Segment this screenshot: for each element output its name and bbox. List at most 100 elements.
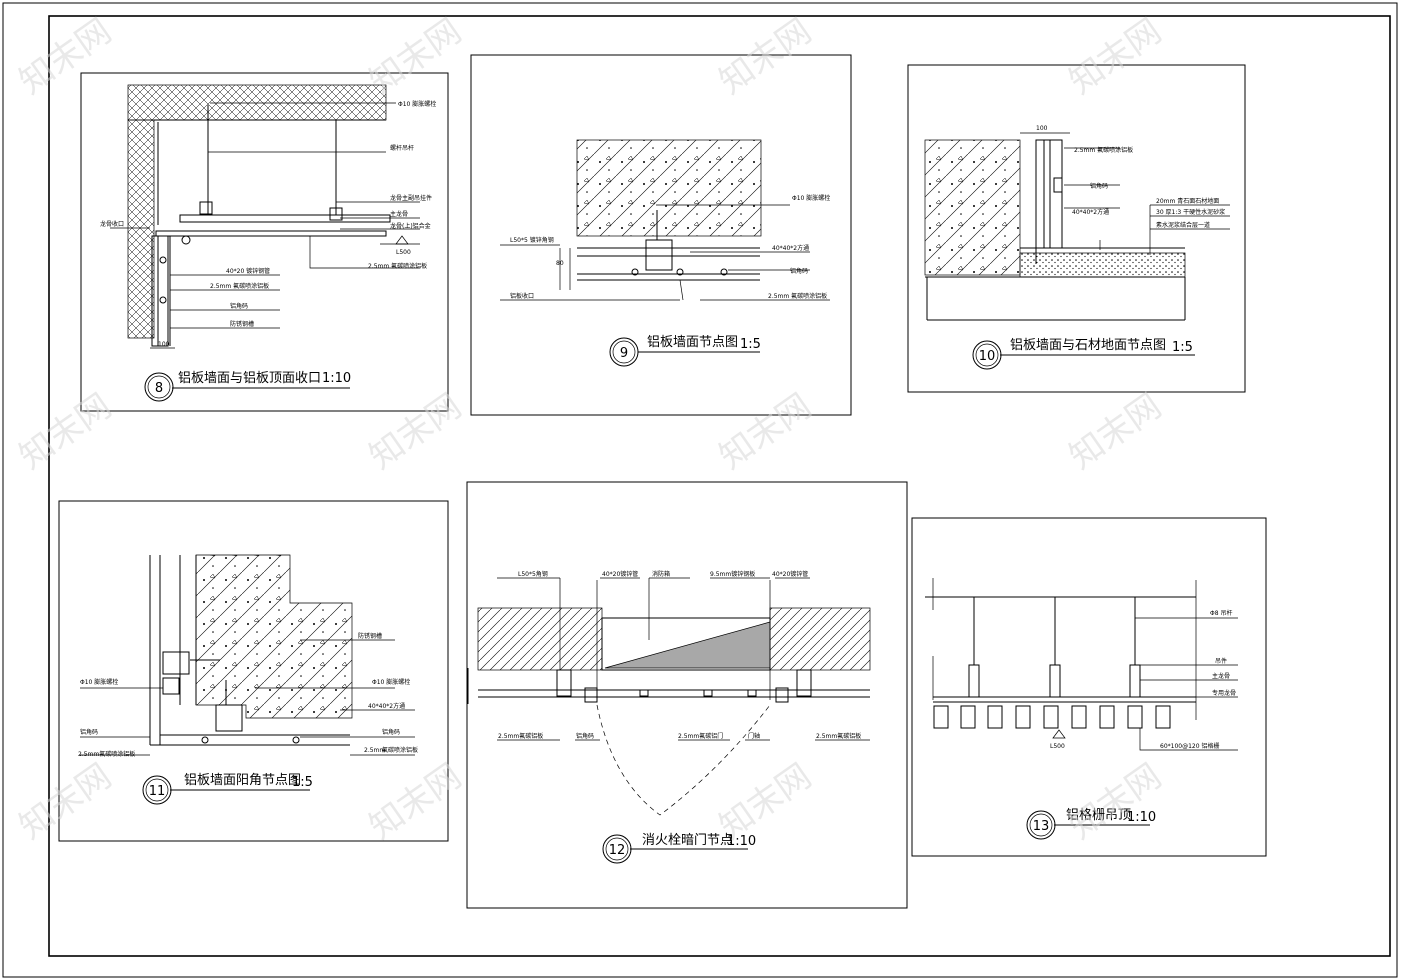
label-8-8: 龙骨收口: [100, 220, 124, 228]
label-11-8: 2.5mm: [364, 747, 385, 754]
concrete-corner: [195, 554, 353, 719]
watermarks: 知末网 知末网 知末网 知末网 知末网 知末网 知末网 知末网 知末网 知末网 …: [12, 11, 1168, 847]
label-12-9: 门轴: [748, 732, 760, 740]
label-13-4: 专用龙骨: [1212, 689, 1236, 697]
detail-12-frame: [466, 481, 908, 909]
label-12-7: 铝角码: [576, 732, 594, 740]
detail-10-frame: [907, 64, 1246, 393]
label-12-2: 40*20镀锌管: [602, 570, 638, 578]
concrete-column: [924, 139, 1021, 276]
label-10-6: 30 厚1:3 干硬性水泥砂浆: [1156, 208, 1225, 216]
detail-12: L50*5角钢 40*20镀锌管 消防箱 9.5mm镀锌钢板 40*20镀锌管 …: [466, 481, 908, 909]
label-9-7: 80: [556, 260, 564, 267]
sheet-inner-border: [48, 15, 1391, 957]
detail-13: Φ8 吊杆 吊件 主龙骨 专用龙骨 L500 60*100@120 铝格栅 13…: [911, 517, 1267, 857]
label-11-3: Φ10 膨胀螺栓: [372, 678, 410, 686]
detail-13-scale: 1:10: [1127, 810, 1156, 825]
label-8-6: L500: [396, 249, 411, 256]
label-8-10: 2.5mm 氟碳喷涂铝板: [210, 282, 269, 290]
detail-9-scale: 1:5: [740, 337, 761, 352]
detail-13-number: 13: [1033, 819, 1050, 834]
label-10-3: 铝角码: [1090, 182, 1108, 190]
label-10-5: 20mm 青石面石材地面: [1156, 197, 1219, 205]
detail-11-frame: [58, 500, 449, 842]
detail-8-number: 8: [155, 381, 163, 396]
label-8-4: 主龙骨: [390, 210, 408, 218]
wall-right: [769, 607, 871, 671]
concrete-wall: [576, 139, 762, 237]
label-11-7: 2.5mm氟碳喷涂铝板: [78, 750, 135, 758]
detail-12-scale: 1:10: [727, 834, 756, 849]
label-8-2: 螺杆吊杆: [390, 144, 414, 152]
label-8-3: 龙骨主副吊挂件: [390, 194, 432, 202]
watermark-5: 知末网: [362, 386, 468, 477]
label-12-10: 2.5mm氟碳铝板: [816, 732, 861, 740]
label-13-1: Φ8 吊杆: [1210, 609, 1232, 617]
wall-cladding: [151, 235, 169, 347]
label-10-1: 100: [1036, 125, 1048, 132]
detail-11: 防锈钢槽 Φ10 膨胀螺栓 Φ10 膨胀螺栓 40*40*2方通 铝角码 铝角码…: [58, 500, 449, 842]
watermark-10: 知末网: [1062, 11, 1168, 102]
label-12-5: 40*20镀锌管: [772, 570, 808, 578]
wall-section: [127, 119, 155, 339]
detail-10-number: 10: [979, 349, 996, 364]
watermark-6: 知末网: [362, 756, 468, 847]
label-8-1: Φ10 膨胀螺栓: [398, 100, 436, 108]
detail-13-title: 铝格栅吊顶: [1066, 807, 1131, 823]
label-10-7: 素水泥浆结合层一道: [1156, 221, 1210, 229]
detail-12-number: 12: [609, 843, 626, 858]
label-13-6: 60*100@120 铝格栅: [1160, 742, 1219, 750]
label-9-6: 2.5mm 氟碳喷涂铝板: [768, 292, 827, 300]
watermark-1: 知末网: [12, 11, 118, 102]
label-11-9: 氟碳喷涂铝板: [382, 746, 418, 754]
label-9-5: 铝板收口: [510, 292, 534, 300]
grille-blades: [933, 705, 1171, 729]
detail-8: Φ10 膨胀螺栓 螺杆吊杆 龙骨主副吊挂件 主龙骨 龙骨(上)铝合金 L500 …: [80, 72, 449, 412]
label-11-2: Φ10 膨胀螺栓: [80, 678, 118, 686]
label-11-5: 铝角码: [80, 728, 98, 736]
label-9-3: 40*40*2方通: [772, 244, 809, 252]
ceiling-panel: [155, 230, 387, 237]
label-13-3: 主龙骨: [1212, 672, 1230, 680]
label-12-4: 9.5mm镀锌钢板: [710, 570, 755, 578]
watermark-8: 知末网: [712, 386, 818, 477]
label-12-1: L50*5角钢: [518, 570, 548, 578]
label-10-2: 2.5mm 氟碳喷涂铝板: [1074, 146, 1133, 154]
detail-11-title: 铝板墙面阳角节点图: [184, 773, 301, 788]
label-10-4: 40*40*2方通: [1072, 208, 1109, 216]
detail-9-frame: [470, 54, 852, 416]
detail-8-frame: [80, 72, 449, 412]
label-11-6: 铝角码: [382, 728, 400, 736]
detail-10: 100 2.5mm 氟碳喷涂铝板 铝角码 40*40*2方通 20mm 青石面石…: [907, 64, 1246, 393]
label-12-8: 2.5mm氟碳铝门: [678, 732, 723, 740]
hydrant-fill: [604, 621, 771, 669]
detail-10-title: 铝板墙面与石材地面节点图: [1010, 338, 1166, 353]
main-runner: [179, 214, 391, 223]
detail-13-frame: [911, 517, 1267, 857]
watermark-9: 知末网: [712, 756, 818, 847]
ceiling-slab: [127, 84, 387, 121]
label-11-1: 防锈钢槽: [358, 632, 382, 640]
label-9-1: Φ10 膨胀螺栓: [792, 194, 830, 202]
label-13-2: 吊件: [1215, 657, 1227, 665]
watermark-11: 知末网: [1062, 386, 1168, 477]
label-12-6: 2.5mm氟碳铝板: [498, 732, 543, 740]
detail-9: Φ10 膨胀螺栓 L50*5 镀锌角钢 40*40*2方通 铝角码 铝板收口 2…: [470, 54, 852, 416]
label-8-7: 2.5mm 氟碳喷涂铝板: [368, 262, 427, 270]
detail-8-title: 铝板墙面与铝板顶面收口: [178, 371, 321, 386]
label-8-5: 龙骨(上)铝合金: [390, 222, 431, 230]
label-11-4: 40*40*2方通: [368, 702, 405, 710]
label-8-13: 100: [158, 341, 170, 348]
label-12-3: 消防箱: [652, 570, 670, 578]
detail-9-title: 铝板墙面节点图: [647, 335, 738, 350]
detail-9-number: 9: [620, 346, 628, 361]
detail-10-scale: 1:5: [1172, 340, 1193, 355]
label-8-12: 防锈钢槽: [230, 320, 254, 328]
stone-floor: [1019, 252, 1186, 278]
wall-left: [477, 607, 603, 671]
label-13-5: L500: [1050, 743, 1065, 750]
watermark-4: 知末网: [362, 11, 468, 102]
watermark-3: 知末网: [12, 756, 118, 847]
